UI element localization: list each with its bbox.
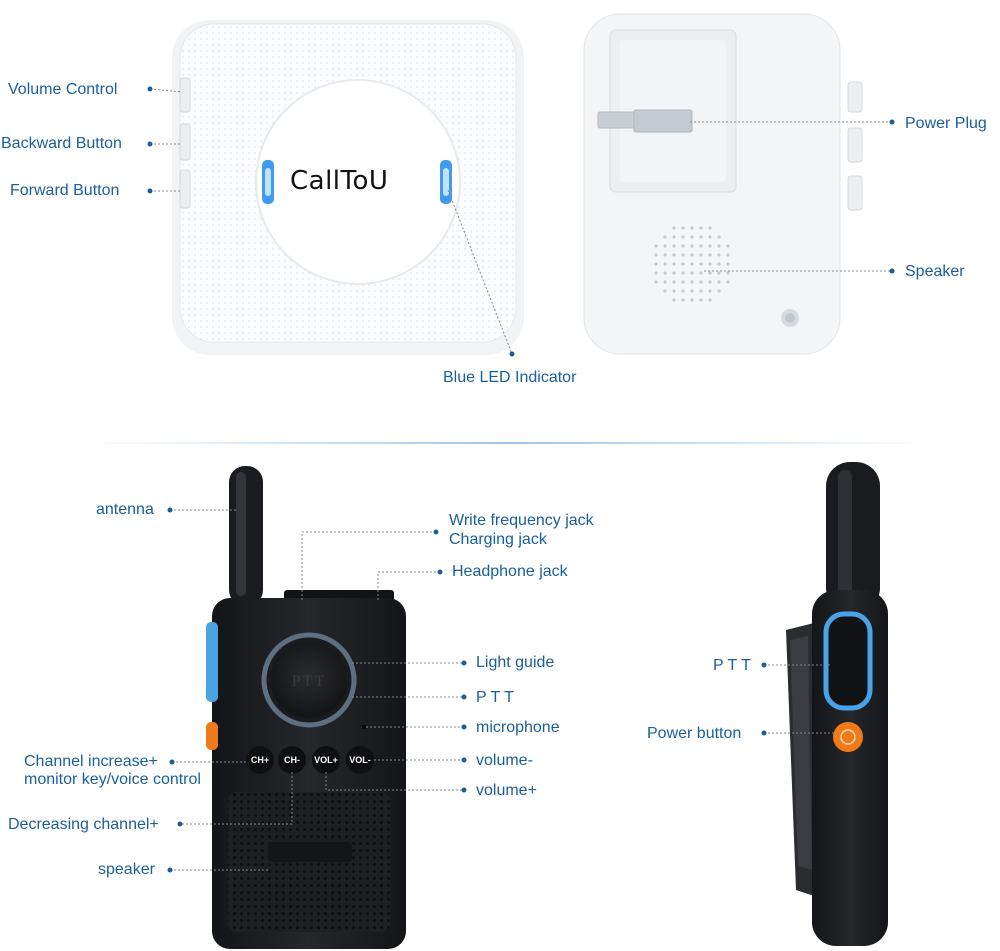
doorbell-receiver-front	[172, 20, 524, 355]
doorbell-receiver-back	[583, 13, 863, 355]
ch-minus-button: CH-	[284, 755, 300, 765]
ptt-face-text: PTT	[292, 673, 326, 690]
label-doorbell-speaker: Speaker	[905, 263, 965, 280]
vol-plus-button: VOL+	[314, 755, 338, 765]
label-volume-minus: volume-	[476, 752, 533, 769]
radio-side	[786, 462, 888, 946]
radio-front	[206, 466, 406, 949]
label-decreasing-channel: Decreasing channel+	[8, 816, 159, 833]
label-charging-jack: Charging jack	[449, 531, 547, 548]
leader-dots	[147, 86, 895, 873]
label-backward-button: Backward Button	[1, 135, 122, 152]
label-volume-control: Volume Control	[8, 81, 118, 98]
label-radio-speaker: speaker	[98, 861, 155, 878]
label-blue-led: Blue LED Indicator	[443, 369, 577, 386]
label-write-frequency-jack: Write frequency jack	[449, 512, 594, 529]
label-monitor-key: monitor key/voice control	[24, 771, 201, 788]
label-microphone: microphone	[476, 719, 560, 736]
label-headphone-jack: Headphone jack	[452, 563, 568, 580]
ch-plus-button: CH+	[251, 755, 269, 765]
label-ptt-side: P T T	[713, 657, 751, 674]
label-ptt-front: P T T	[476, 689, 514, 706]
label-power-plug: Power Plug	[905, 115, 987, 132]
label-volume-plus: volume+	[476, 782, 537, 799]
section-divider	[90, 442, 930, 444]
vol-minus-button: VOL-	[349, 755, 371, 765]
label-channel-increase: Channel increase+	[24, 753, 158, 770]
label-antenna: antenna	[96, 501, 154, 518]
brand-logo: CallToU	[290, 166, 389, 196]
label-power-button: Power button	[647, 725, 742, 742]
label-light-guide: Light guide	[476, 654, 555, 671]
label-forward-button: Forward Button	[10, 182, 120, 199]
leader-lines	[149, 88, 892, 871]
